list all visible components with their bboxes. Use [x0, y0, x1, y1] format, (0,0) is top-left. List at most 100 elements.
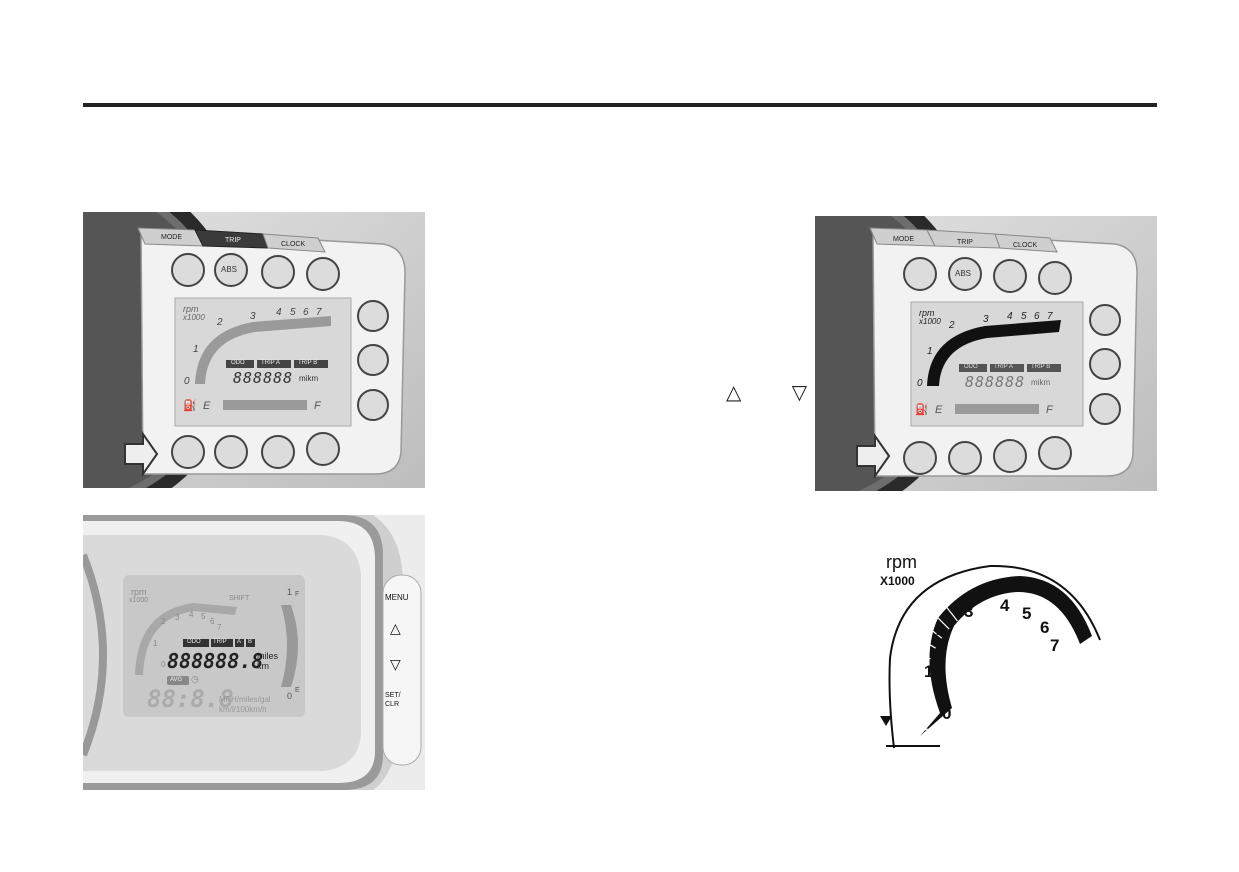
- scale-0: 0: [161, 660, 166, 669]
- menu-button[interactable]: MENU: [385, 593, 409, 602]
- gauge-segment-divider: [932, 612, 950, 630]
- clock-icon: ◷: [191, 674, 199, 684]
- gauge-segment-divider: [925, 759, 945, 776]
- fuel-full: F: [1046, 404, 1053, 416]
- shift-label: SHIFT: [229, 595, 250, 602]
- gauge-scale-7: 7: [1050, 636, 1060, 655]
- fuel-full: F: [314, 400, 321, 412]
- scale-1: 1: [153, 639, 158, 648]
- selector-trip-a: TRIP A: [261, 360, 280, 366]
- unit-km: km: [257, 661, 269, 671]
- tab-mode: MODE: [893, 236, 914, 243]
- dashboard-photo-bottom-left: rpm x1000 SHIFT 0 1 2 3 4 5 6 7 ODO TRIP…: [83, 515, 425, 790]
- scale-5: 5: [201, 612, 206, 621]
- scale-2: 2: [949, 320, 955, 331]
- scale-4: 4: [1007, 311, 1013, 322]
- consumption-units-1: MPH/miles/gal: [219, 695, 271, 704]
- tab-clock: CLOCK: [1013, 242, 1038, 249]
- gauge-scale-4: 4: [1000, 596, 1010, 615]
- avg-label: AVG: [170, 677, 183, 683]
- gauge-scale-6: 6: [1040, 618, 1050, 637]
- scale-7: 7: [1047, 311, 1053, 322]
- gauge-segment-divider: [900, 704, 924, 708]
- scale-6: 6: [1034, 311, 1040, 322]
- gauge-segment-divider: [909, 648, 931, 660]
- gauge-scale-0: 0: [942, 704, 952, 723]
- odometer-units: mikm: [1031, 378, 1051, 387]
- rpm-multiplier: x1000: [183, 313, 205, 322]
- fuel-full-num: 1: [287, 587, 293, 597]
- rpm-multiplier: x1000: [129, 597, 149, 604]
- down-button[interactable]: ▽: [390, 657, 401, 673]
- rpm-label: rpm: [919, 308, 935, 318]
- gauge-segment-divider: [905, 728, 928, 737]
- tab-trip: TRIP: [225, 237, 241, 244]
- gauge-multiplier: X1000: [880, 574, 915, 588]
- rpm-gauge-diagram: rpm X1000 0 1 2 3 4 5 6 7: [860, 548, 1136, 822]
- tab-mode: MODE: [161, 234, 182, 241]
- dashboard-photo-top-left: MODE TRIP CLOCK rpm x1000 0 1 2 3 4 5 6 …: [83, 212, 425, 488]
- gauge-scale-2: 2: [936, 620, 946, 639]
- gauge-segment-divider: [902, 716, 925, 723]
- gauge-segment-divider: [904, 662, 927, 671]
- gauge-segment-divider: [1107, 728, 1131, 738]
- gauge-segment-divider: [1112, 705, 1136, 709]
- abs-icon: ABS: [955, 269, 972, 278]
- scale-7: 7: [316, 307, 322, 318]
- scale-5: 5: [1021, 311, 1027, 322]
- scale-3: 3: [983, 314, 989, 325]
- odometer-units: mikm: [299, 374, 319, 383]
- scale-1: 1: [193, 344, 199, 355]
- gauge-segment-divider: [1103, 740, 1125, 752]
- odometer-value: 888888: [233, 369, 294, 387]
- up-down-arrows: △ ▽: [726, 380, 830, 404]
- selector-odo: ODO: [964, 364, 978, 370]
- selector-b: B: [248, 639, 253, 645]
- gauge-segment-divider: [915, 635, 936, 649]
- gauge-rpm-label: rpm: [886, 552, 917, 572]
- scale-0: 0: [917, 378, 923, 389]
- selector-trip: TRIP: [213, 639, 227, 645]
- selector-odo: ODO: [231, 360, 245, 366]
- gauge-segment-divider: [901, 677, 925, 683]
- selector-trip-b: TRIP B: [298, 360, 318, 366]
- fuel-empty: E: [295, 687, 300, 694]
- fuel-icon: ⛽: [183, 400, 197, 412]
- set-clear-button[interactable]: SET/ CLR: [385, 692, 401, 708]
- gauge-scale-5: 5: [1022, 604, 1032, 623]
- fuel-full: F: [295, 591, 300, 598]
- selector-trip-a: TRIP A: [994, 364, 1013, 370]
- dashboard-illustration: [83, 212, 425, 488]
- gauge-scale-1: 1: [924, 662, 934, 681]
- selector-a: A: [237, 639, 242, 645]
- tab-clock: CLOCK: [281, 241, 306, 248]
- up-button[interactable]: △: [390, 621, 401, 637]
- scale-2: 2: [161, 617, 166, 626]
- header-rule: [83, 103, 1157, 107]
- scale-2: 2: [217, 317, 223, 328]
- unit-miles: miles: [257, 651, 279, 661]
- gauge-segment-divider: [1110, 717, 1134, 724]
- scale-0: 0: [184, 376, 190, 387]
- scale-4: 4: [276, 307, 282, 318]
- gauge-segment-divider: [942, 602, 958, 622]
- gauge-segment-divider: [900, 691, 924, 695]
- gauge-arc-band: [920, 576, 1092, 736]
- gauge-segment-divider: [917, 750, 938, 764]
- scale-6: 6: [303, 307, 309, 318]
- dashboard-illustration: [83, 515, 425, 790]
- scale-3: 3: [250, 311, 256, 322]
- rpm-multiplier: x1000: [919, 317, 941, 326]
- gauge-pointer-icon: [880, 716, 892, 726]
- gauge-arc-outline: [888, 564, 1101, 749]
- gauge-segment-divider: [923, 623, 943, 639]
- selector-odo: ODO: [187, 639, 201, 645]
- consumption-units-2: km/l/100km/h: [219, 705, 267, 714]
- scale-7: 7: [217, 623, 222, 632]
- scale-1: 1: [927, 346, 933, 357]
- gauge-segment-divider: [1091, 760, 1111, 777]
- dashboard-photo-top-right: MODE TRIP CLOCK rpm x1000 0 1 2 3 4 5 6 …: [815, 216, 1157, 491]
- gauge-scale-3: 3: [964, 602, 974, 621]
- fuel-icon: ⛽: [915, 404, 929, 416]
- rpm-label: rpm: [183, 304, 199, 314]
